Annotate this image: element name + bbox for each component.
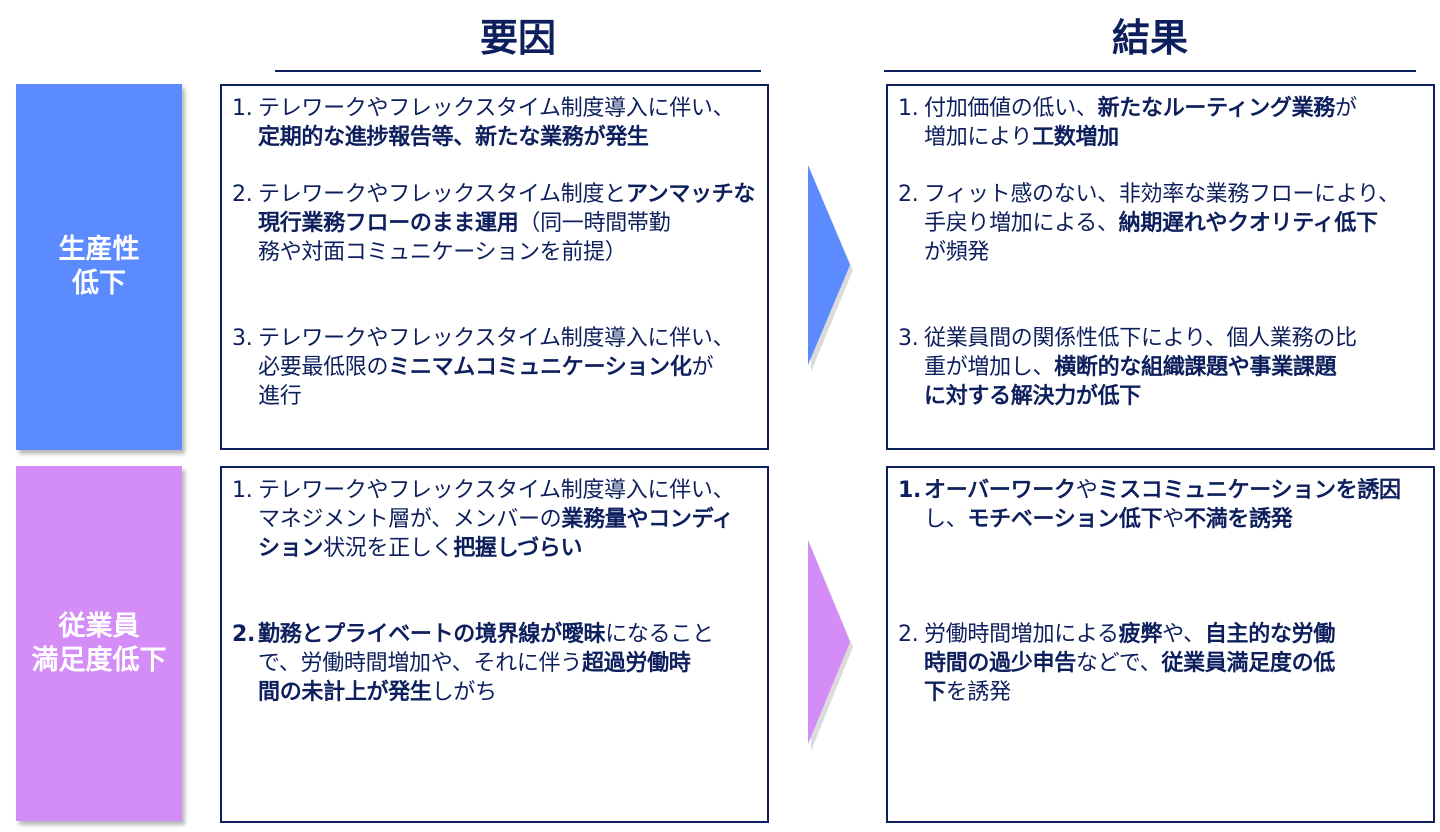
item-number: 2. (232, 182, 253, 207)
item-number: 3. (232, 326, 253, 351)
item-text: フィット感のない、非効率な業務フローにより、手戻り増加による、納期遅れやクオリテ… (924, 182, 1400, 265)
result-item: 1.付加価値の低い、新たなルーティング業務が増加により工数増加 (898, 94, 1427, 152)
cause-item: 1.テレワークやフレックスタイム制度導入に伴い、定期的な進捗報告等、新たな業務が… (232, 94, 761, 152)
causes-column-header: 要因 (275, 10, 761, 72)
result-item: 2.労働時間増加による疲弊や、自主的な労働時間の過少申告などで、従業員満足度の低… (898, 620, 1427, 707)
item-number: 1. (232, 478, 253, 503)
satisfaction-causes-box: 1.テレワークやフレックスタイム制度導入に伴い、マネジメント層が、メンバーの業務… (220, 466, 769, 823)
item-text: テレワークやフレックスタイム制度とアンマッチな現行業務フローのまま運用（同一時間… (258, 182, 756, 265)
item-number: 1. (898, 478, 922, 503)
category-employee-satisfaction-decline: 従業員 満足度低下 (16, 466, 182, 821)
item-text: テレワークやフレックスタイム制度導入に伴い、必要最低限のミニマムコミュニケーショ… (258, 326, 735, 409)
chevron-right-icon (808, 165, 853, 372)
item-number: 2. (232, 622, 256, 647)
item-number: 2. (898, 622, 919, 647)
item-text: 付加価値の低い、新たなルーティング業務が増加により工数増加 (924, 96, 1357, 150)
result-item: 1.オーバーワークやミスコミュニケーションを誘因し、モチベーション低下や不満を誘… (898, 476, 1427, 534)
item-text: テレワークやフレックスタイム制度導入に伴い、定期的な進捗報告等、新たな業務が発生 (258, 96, 735, 150)
item-text: 労働時間増加による疲弊や、自主的な労働時間の過少申告などで、従業員満足度の低下を… (924, 622, 1336, 705)
item-number: 3. (898, 326, 919, 351)
cause-item: 1.テレワークやフレックスタイム制度導入に伴い、マネジメント層が、メンバーの業務… (232, 476, 761, 563)
results-column-header: 結果 (884, 10, 1416, 72)
satisfaction-results-box: 1.オーバーワークやミスコミュニケーションを誘因し、モチベーション低下や不満を誘… (886, 466, 1435, 823)
item-text: 勤務とプライベートの境界線が曖昧になることで、労働時間増加や、それに伴う超過労働… (258, 622, 714, 705)
chevron-right-icon (808, 540, 853, 751)
productivity-results-box: 1.付加価値の低い、新たなルーティング業務が増加により工数増加 2.フィット感の… (886, 84, 1435, 450)
cause-item: 2.テレワークやフレックスタイム制度とアンマッチな現行業務フローのまま運用（同一… (232, 180, 761, 267)
item-number: 2. (898, 182, 919, 207)
cause-item: 3.テレワークやフレックスタイム制度導入に伴い、必要最低限のミニマムコミュニケー… (232, 324, 761, 411)
item-text: オーバーワークやミスコミュニケーションを誘因し、モチベーション低下や不満を誘発 (924, 478, 1401, 532)
category-productivity-decline: 生産性 低下 (16, 84, 182, 450)
productivity-causes-box: 1.テレワークやフレックスタイム制度導入に伴い、定期的な進捗報告等、新たな業務が… (220, 84, 769, 450)
cause-item: 2.勤務とプライベートの境界線が曖昧になることで、労働時間増加や、それに伴う超過… (232, 620, 761, 707)
item-text: テレワークやフレックスタイム制度導入に伴い、マネジメント層が、メンバーの業務量や… (258, 478, 735, 561)
item-number: 1. (232, 96, 253, 121)
result-item: 3.従業員間の関係性低下により、個人業務の比重が増加し、横断的な組織課題や事業課… (898, 324, 1427, 411)
item-number: 1. (898, 96, 919, 121)
result-item: 2.フィット感のない、非効率な業務フローにより、手戻り増加による、納期遅れやクオ… (898, 180, 1427, 267)
item-text: 従業員間の関係性低下により、個人業務の比重が増加し、横断的な組織課題や事業課題に… (924, 326, 1357, 409)
